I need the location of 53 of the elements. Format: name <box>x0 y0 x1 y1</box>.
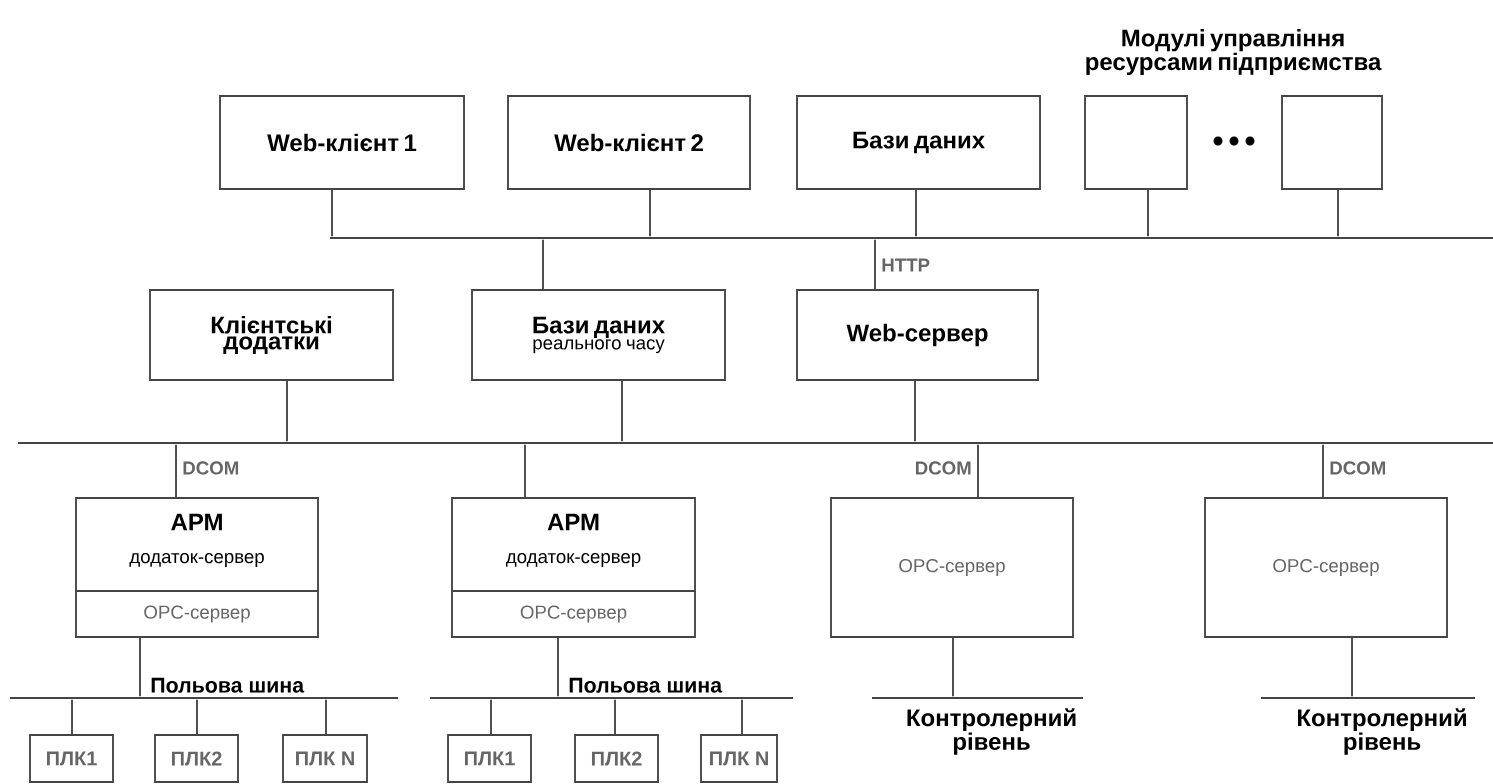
heading: Модулі управління ресурсами підприємства <box>1086 28 1382 76</box>
connector-line <box>914 380 916 443</box>
connector-line <box>557 637 559 698</box>
connector-line <box>524 443 526 498</box>
bus-label: Контролерний рівень <box>907 708 1076 755</box>
connector-line <box>621 380 623 443</box>
connector-line <box>952 637 954 698</box>
box: Web-клієнт 1 <box>219 95 465 190</box>
box: Бази даних <box>796 95 1041 190</box>
edge-label: DCOM <box>913 460 974 476</box>
bus-label: Контролерний рівень <box>1298 708 1466 755</box>
edge-label: DCOM <box>1327 460 1388 476</box>
box: Web-сервер <box>796 289 1039 381</box>
empty-box <box>1084 95 1188 190</box>
connector-line <box>741 698 743 735</box>
edge-label: DCOM <box>180 460 241 476</box>
connector-line <box>1322 443 1324 498</box>
bus-line <box>18 442 1493 444</box>
plc-box: ПЛК N <box>282 734 368 783</box>
connector-line <box>139 637 141 698</box>
connector-line <box>977 443 979 498</box>
plc-box: ПЛК2 <box>154 734 239 783</box>
edge-label: HTTP <box>879 257 932 273</box>
server-box: АРМ додаток-сервер OPC-сервер <box>451 497 696 638</box>
box: OPC-сервер <box>830 497 1074 638</box>
connector-line <box>490 698 492 735</box>
connector-line <box>196 698 198 735</box>
connector-line <box>1351 637 1353 698</box>
plc-box: ПЛК1 <box>29 734 114 783</box>
connector-line <box>175 443 177 498</box>
connector-line <box>325 698 327 735</box>
connector-line <box>1147 189 1149 238</box>
connector-line <box>874 238 876 290</box>
bus-label: Польова шина <box>151 677 305 693</box>
empty-box <box>1281 95 1383 190</box>
connector-line <box>649 189 651 238</box>
plc-box: ПЛК N <box>700 734 778 783</box>
box: OPC-сервер <box>1204 497 1448 638</box>
box: Web-клієнт 2 <box>507 95 751 190</box>
box: Бази даних реального часу <box>471 289 726 381</box>
connector-line <box>331 189 333 238</box>
server-box: АРМ додаток-сервер OPC-сервер <box>75 497 319 638</box>
connector-line <box>614 698 616 735</box>
bus-line <box>330 237 1493 239</box>
connector-line <box>286 380 288 443</box>
plc-box: ПЛК2 <box>574 734 659 783</box>
plc-box: ПЛК1 <box>447 734 532 783</box>
bus-label: Польова шина <box>569 677 723 693</box>
connector-line <box>542 238 544 290</box>
box: Клієнтські додатки <box>149 289 394 381</box>
connector-line <box>71 698 73 735</box>
connector-line <box>915 189 917 238</box>
connector-line <box>1337 189 1339 238</box>
